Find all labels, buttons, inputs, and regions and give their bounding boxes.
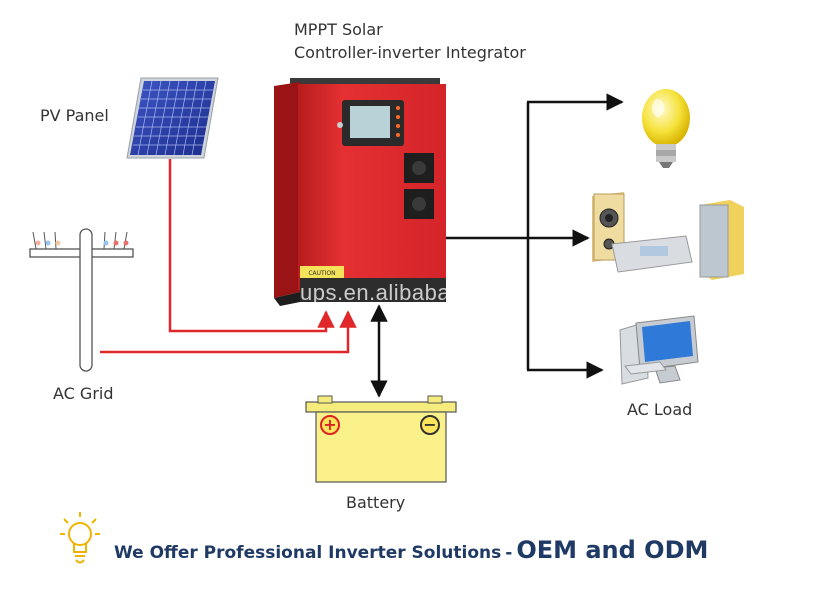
warning-tag: CAUTION: [308, 270, 335, 277]
output-arrows: [446, 93, 624, 379]
watermark: ups.en.alibaba.com: [300, 280, 500, 305]
battery-positive: +: [323, 415, 336, 434]
stereo-system-icon: [592, 192, 744, 280]
pv-panel-label: PV Panel: [40, 106, 109, 125]
ac-grid-pole: [29, 228, 134, 372]
light-bulb-icon: [642, 89, 690, 168]
battery-negative: −: [423, 415, 436, 434]
battery: + −: [305, 395, 457, 483]
ac-grid-label: AC Grid: [53, 384, 114, 403]
input-wires: [100, 159, 357, 354]
diagram-title-line1: MPPT Solar: [294, 20, 383, 39]
battery-label: Battery: [346, 493, 406, 512]
slogan-highlight: OEM and ODM: [516, 536, 709, 564]
inverter-device: CAUTION: [274, 78, 446, 306]
diagram-title-line2: Controller-inverter Integrator: [294, 43, 526, 62]
computer-icon: [619, 315, 699, 385]
ac-load-label: AC Load: [627, 400, 693, 419]
idea-bulb-icon: [60, 512, 100, 564]
slogan-separator: -: [505, 543, 513, 563]
slogan: We Offer Professional Inverter Solutions…: [114, 536, 708, 564]
pv-panel: [126, 77, 219, 159]
slogan-main-text: We Offer Professional Inverter Solutions: [114, 543, 502, 563]
